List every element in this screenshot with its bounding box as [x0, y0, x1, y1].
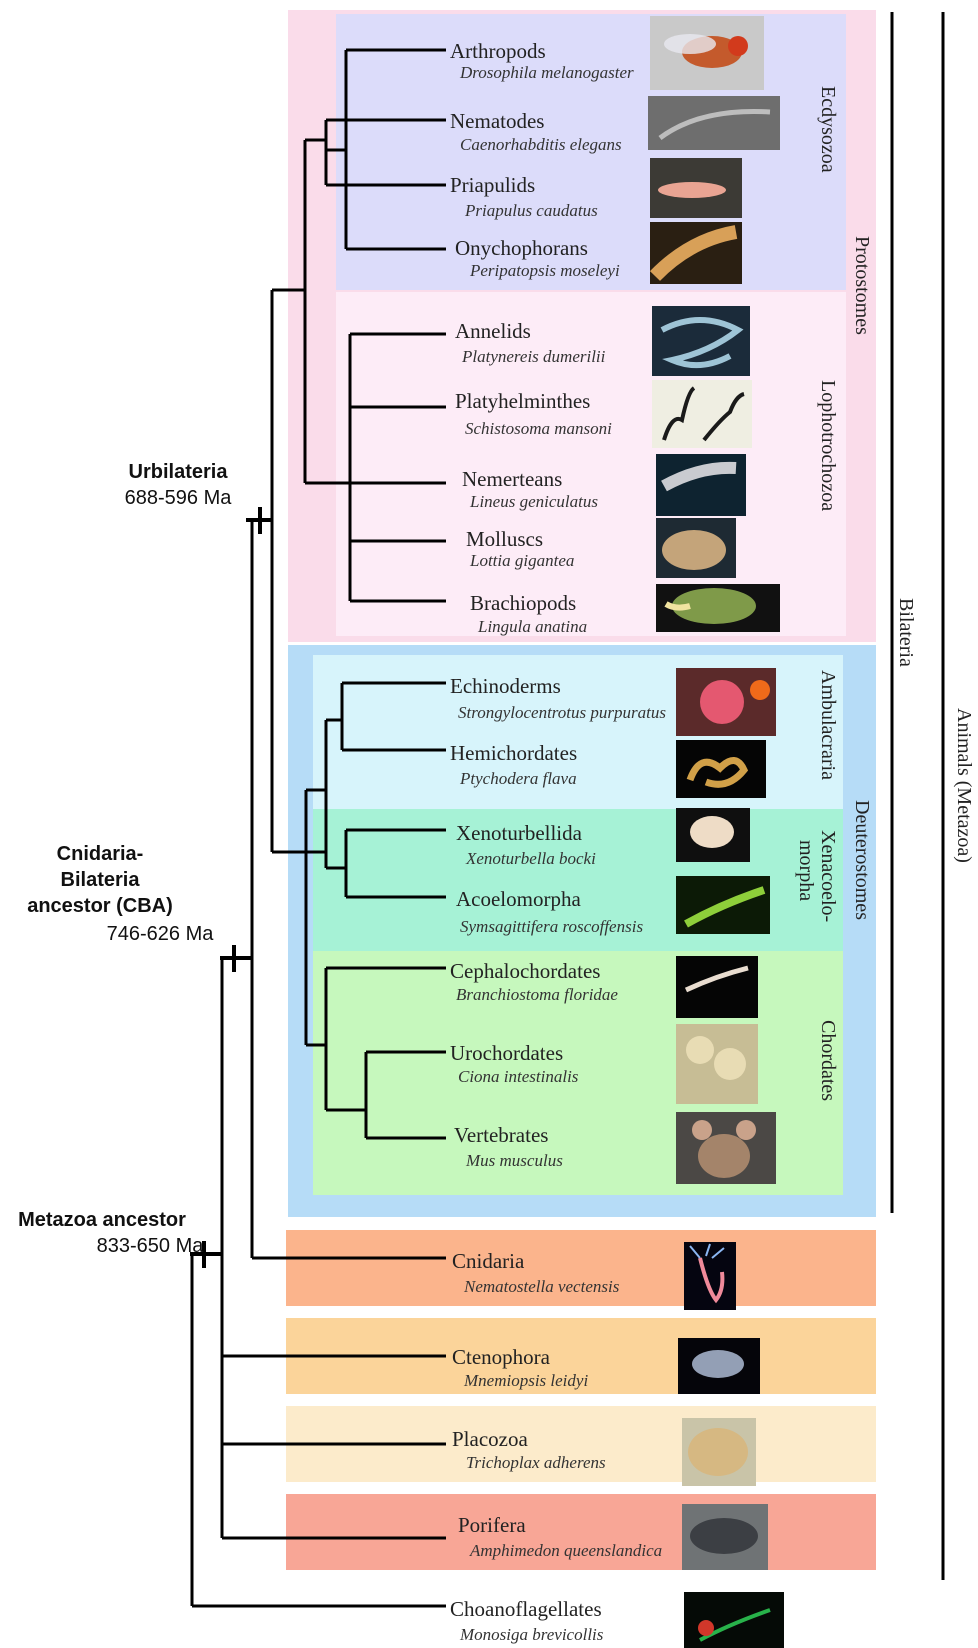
taxon-name: Ctenophora: [452, 1345, 551, 1369]
xenacoelomorpha-label-line2: morpha: [795, 840, 817, 901]
brachiopod-photo: [656, 584, 780, 632]
protostomes-label: Protostomes: [851, 236, 873, 335]
comb-jelly-photo: [678, 1338, 760, 1394]
platyhelminth-photo: [652, 380, 752, 448]
metazoa-age: 833-650 Ma: [97, 1235, 205, 1257]
taxon-species: Trichoplax adherens: [466, 1453, 606, 1472]
taxon-name: Onychophorans: [455, 236, 588, 260]
ambulacraria-label: Ambulacraria: [817, 670, 839, 780]
cba-title-line3: ancestor (CBA): [27, 895, 173, 917]
taxon-species: Branchiostoma floridae: [456, 985, 618, 1004]
taxon-name: Nematodes: [450, 109, 544, 133]
animals-label: Animals (Metazoa): [953, 708, 975, 863]
sponge-photo: [682, 1504, 768, 1570]
mouse-photo: [676, 1112, 776, 1184]
taxon-species: Nematostella vectensis: [463, 1277, 620, 1296]
taxon-species: Symsagittifera roscoffensis: [460, 917, 643, 936]
xenoturbella-photo: [676, 808, 750, 862]
chordates-label: Chordates: [817, 1020, 839, 1101]
taxon-species: Peripatopsis moseleyi: [469, 261, 620, 280]
trichoplax-photo: [682, 1418, 756, 1486]
taxon-species: Platynereis dumerilii: [461, 347, 606, 366]
taxon-species: Amphimedon queenslandica: [469, 1541, 662, 1560]
taxon-species: Xenoturbella bocki: [465, 849, 596, 868]
choanoflagellate-photo: [684, 1592, 784, 1648]
taxon-species: Ciona intestinalis: [458, 1067, 579, 1086]
nematode-photo: [648, 96, 780, 150]
acoel-photo: [676, 876, 770, 934]
taxon-name: Priapulids: [450, 173, 535, 197]
priapulid-photo: [650, 158, 742, 218]
taxon-name: Echinoderms: [450, 674, 561, 698]
deuterostomes-label: Deuterostomes: [851, 800, 873, 920]
taxon-name: Choanoflagellates: [450, 1597, 602, 1621]
taxon-name: Urochordates: [450, 1041, 563, 1065]
organism-photos: [648, 16, 784, 1648]
nemertean-photo: [656, 454, 746, 516]
taxon-species: Priapulus caudatus: [464, 201, 598, 220]
taxon-species: Lottia gigantea: [469, 551, 574, 570]
taxon-species: Lingula anatina: [477, 617, 587, 636]
taxon-species: Schistosoma mansoni: [465, 419, 612, 438]
urbilateria-age: 688-596 Ma: [125, 487, 233, 509]
taxon-species: Lineus geniculatus: [469, 492, 598, 511]
taxon-species: Mnemiopsis leidyi: [463, 1371, 588, 1390]
taxon-species: Drosophila melanogaster: [459, 63, 634, 82]
lancelet-photo: [676, 956, 758, 1018]
taxon-species: Caenorhabditis elegans: [460, 135, 622, 154]
taxon-name: Arthropods: [450, 39, 546, 63]
metazoa-title: Metazoa ancestor: [18, 1209, 186, 1231]
ecdysozoa-label: Ecdysozoa: [817, 86, 839, 173]
taxon-name: Acoelomorpha: [456, 887, 581, 911]
taxon-name: Porifera: [458, 1513, 526, 1537]
cba-title-line2: Bilateria: [61, 869, 141, 891]
taxon-species: Mus musculus: [465, 1151, 563, 1170]
taxon-name: Nemerteans: [462, 467, 562, 491]
sea-squirt-photo: [676, 1024, 758, 1104]
sea-urchin-photo: [676, 668, 776, 736]
taxon-name: Annelids: [455, 319, 531, 343]
taxon-name: Cephalochordates: [450, 959, 600, 983]
taxon-name: Molluscs: [466, 527, 543, 551]
urbilateria-title: Urbilateria: [129, 461, 229, 483]
taxon-name: Platyhelminthes: [455, 389, 590, 413]
taxon-name: Vertebrates: [454, 1123, 548, 1147]
taxon-species: Monosiga brevicollis: [459, 1625, 604, 1644]
annelid-photo: [652, 306, 750, 376]
bilateria-label: Bilateria: [895, 598, 917, 667]
fruit-fly-photo: [650, 16, 764, 90]
taxon-name: Placozoa: [452, 1427, 528, 1451]
lophotrochozoa-panel: [336, 292, 846, 636]
xenacoelomorpha-label-line1: Xenacoelo-: [817, 830, 839, 922]
taxon-name: Xenoturbellida: [456, 821, 583, 845]
mollusc-photo: [656, 518, 736, 578]
cba-age: 746-626 Ma: [107, 923, 215, 945]
cba-title-line1: Cnidaria-: [57, 843, 144, 865]
cnidaria-panel: [286, 1230, 876, 1306]
sea-anemone-photo: [684, 1242, 736, 1310]
onychophoran-photo: [649, 222, 742, 284]
lophotrochozoa-label: Lophotrochozoa: [817, 380, 839, 511]
taxon-species: Ptychodera flava: [459, 769, 577, 788]
taxon-name: Hemichordates: [450, 741, 577, 765]
taxon-labels: Arthropods Drosophila melanogaster Nemat…: [450, 39, 666, 1644]
taxon-species: Strongylocentrotus purpuratus: [458, 703, 666, 722]
hemichordate-photo: [676, 740, 766, 798]
porifera-panel: [286, 1494, 876, 1570]
taxon-name: Brachiopods: [470, 591, 576, 615]
taxon-name: Cnidaria: [452, 1249, 525, 1273]
